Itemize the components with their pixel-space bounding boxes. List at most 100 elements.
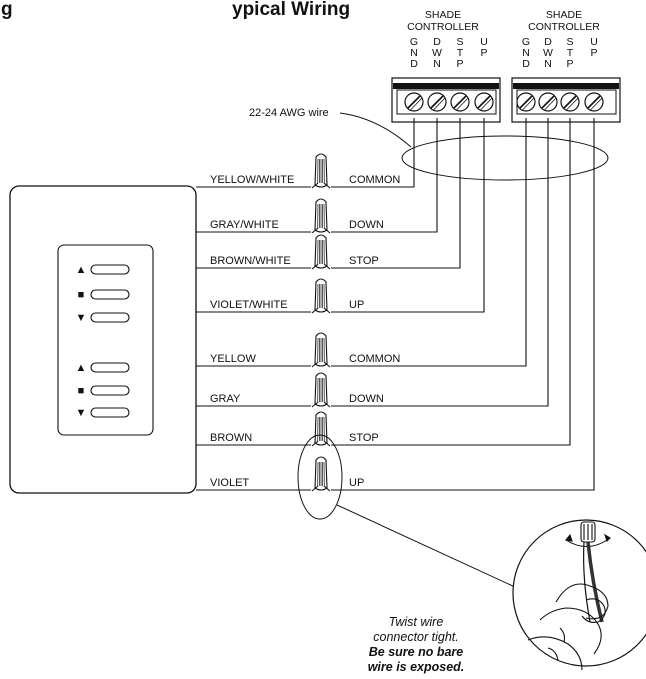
wire-right	[331, 118, 415, 188]
hand-twisting-detail	[512, 519, 646, 671]
wire-function-label: STOP	[349, 432, 379, 444]
note-line-3: Be sure no bare	[369, 645, 464, 659]
diagram-title-left: g	[1, 0, 13, 20]
wire-nut-connector	[311, 332, 331, 368]
keypad-rocker	[90, 385, 130, 396]
keypad-rocker	[90, 264, 130, 275]
wire-nut-connector	[311, 153, 331, 189]
controller-2-heading-line1: SHADE	[546, 9, 582, 21]
wire-right	[331, 118, 527, 367]
keypad-rocker	[90, 312, 130, 323]
keypad-button: ▲	[76, 362, 130, 374]
wire-right	[331, 118, 485, 313]
keypad-button: ▼	[76, 312, 130, 324]
terminal-letter: P	[480, 47, 487, 59]
terminal-screw	[474, 92, 494, 112]
wire-color-label: YELLOW/WHITE	[210, 174, 294, 186]
controller-2-heading-line2: CONTROLLER	[528, 21, 600, 33]
keypad-rocker	[90, 289, 130, 300]
terminal-label-gnd-2: GND	[522, 36, 530, 70]
keypad-button: ▲	[76, 264, 130, 276]
terminal-letter: W	[543, 47, 553, 59]
terminal-label-stp-1: STP	[456, 36, 463, 70]
note-line-2: connector tight.	[373, 630, 458, 644]
terminal-letter: P	[590, 47, 597, 59]
up-arrow-icon: ▲	[76, 362, 87, 374]
wire-labels: YELLOW/WHITE COMMON GRAY/WHITE DOWN BROWN/WH…	[210, 174, 400, 489]
wire-function-label: COMMON	[349, 174, 400, 186]
wire-nut-connector	[311, 278, 331, 314]
terminal-label-gnd-1: GND	[410, 36, 418, 70]
wire-right	[331, 118, 549, 407]
terminal-screw	[560, 92, 580, 112]
awg-wire-label: 22-24 AWG wire	[249, 107, 329, 119]
keypad-button: ▼	[76, 407, 130, 419]
terminal-label-dwn-2: DWN	[543, 36, 553, 70]
wire-right	[331, 118, 438, 233]
terminal-letter: T	[457, 47, 464, 59]
terminal-letter: G	[410, 36, 418, 48]
keypad-rocker	[90, 407, 130, 418]
terminal-letter: D	[433, 36, 441, 48]
wire-color-label: YELLOW	[210, 353, 256, 365]
wire-color-label: VIOLET/WHITE	[210, 299, 288, 311]
wire-function-label: DOWN	[349, 219, 384, 231]
wire-bundle-ellipse	[401, 135, 609, 181]
terminal-screw	[427, 92, 447, 112]
wire-nut-connector	[311, 234, 331, 270]
down-arrow-icon: ▼	[76, 407, 87, 419]
terminal-screw	[450, 92, 470, 112]
keypad-rocker	[90, 362, 130, 373]
terminal-letter: P	[456, 58, 463, 70]
callout-leader-line	[336, 504, 529, 594]
keypad-buttons: ▲ ■ ▼ ▲ ■ ▼	[76, 264, 130, 419]
terminal-letter: U	[590, 36, 598, 48]
stop-square-icon: ■	[78, 289, 85, 301]
callout-circle	[297, 434, 343, 520]
wire-right	[331, 118, 595, 491]
shade-controller-2-heading: SHADE CONTROLLER	[528, 9, 600, 33]
terminal-label-up-2: UP	[590, 36, 598, 59]
hand-illustration	[527, 521, 611, 671]
down-arrow-icon: ▼	[76, 312, 87, 324]
terminal-screws	[404, 92, 604, 112]
terminal-letter: W	[432, 47, 442, 59]
terminal-letter: D	[544, 36, 552, 48]
wire-nut-connector	[311, 411, 331, 447]
wire-color-label: BROWN	[210, 432, 252, 444]
terminal-screw	[584, 92, 604, 112]
terminal-letter: D	[522, 58, 530, 70]
terminal-letter: P	[566, 58, 573, 70]
wire-function-label: UP	[349, 477, 364, 489]
terminal-letter: S	[566, 36, 573, 48]
diagram-title-right: ypical Wiring	[232, 0, 350, 20]
controller-1-heading-line1: SHADE	[425, 9, 461, 21]
wire-right	[331, 118, 571, 446]
keypad-button: ■	[78, 385, 130, 397]
wire-function-label: DOWN	[349, 393, 384, 405]
wires	[196, 118, 595, 491]
terminal-letter: N	[522, 47, 530, 59]
stop-square-icon: ■	[78, 385, 85, 397]
terminal-label-stp-2: STP	[566, 36, 573, 70]
wire-right	[331, 118, 461, 269]
keypad-button-panel	[57, 244, 154, 436]
wire-color-label: BROWN/WHITE	[210, 255, 291, 267]
terminal-letter: N	[433, 58, 441, 70]
wire-color-label: GRAY/WHITE	[210, 219, 279, 231]
terminal-label-up-1: UP	[480, 36, 488, 59]
wire-color-label: VIOLET	[210, 477, 249, 489]
wire-function-label: UP	[349, 299, 364, 311]
terminal-screw	[516, 92, 536, 112]
keypad-button: ■	[78, 289, 130, 301]
note-line-4: wire is exposed.	[368, 660, 465, 674]
terminal-letter: D	[410, 58, 418, 70]
terminal-screw	[538, 92, 558, 112]
wire-nut-connector	[311, 372, 331, 408]
note-line-1: Twist wire	[389, 615, 444, 629]
terminal-letter: T	[567, 47, 574, 59]
wire-function-label: STOP	[349, 255, 379, 267]
wire-nut-connector	[311, 456, 331, 492]
